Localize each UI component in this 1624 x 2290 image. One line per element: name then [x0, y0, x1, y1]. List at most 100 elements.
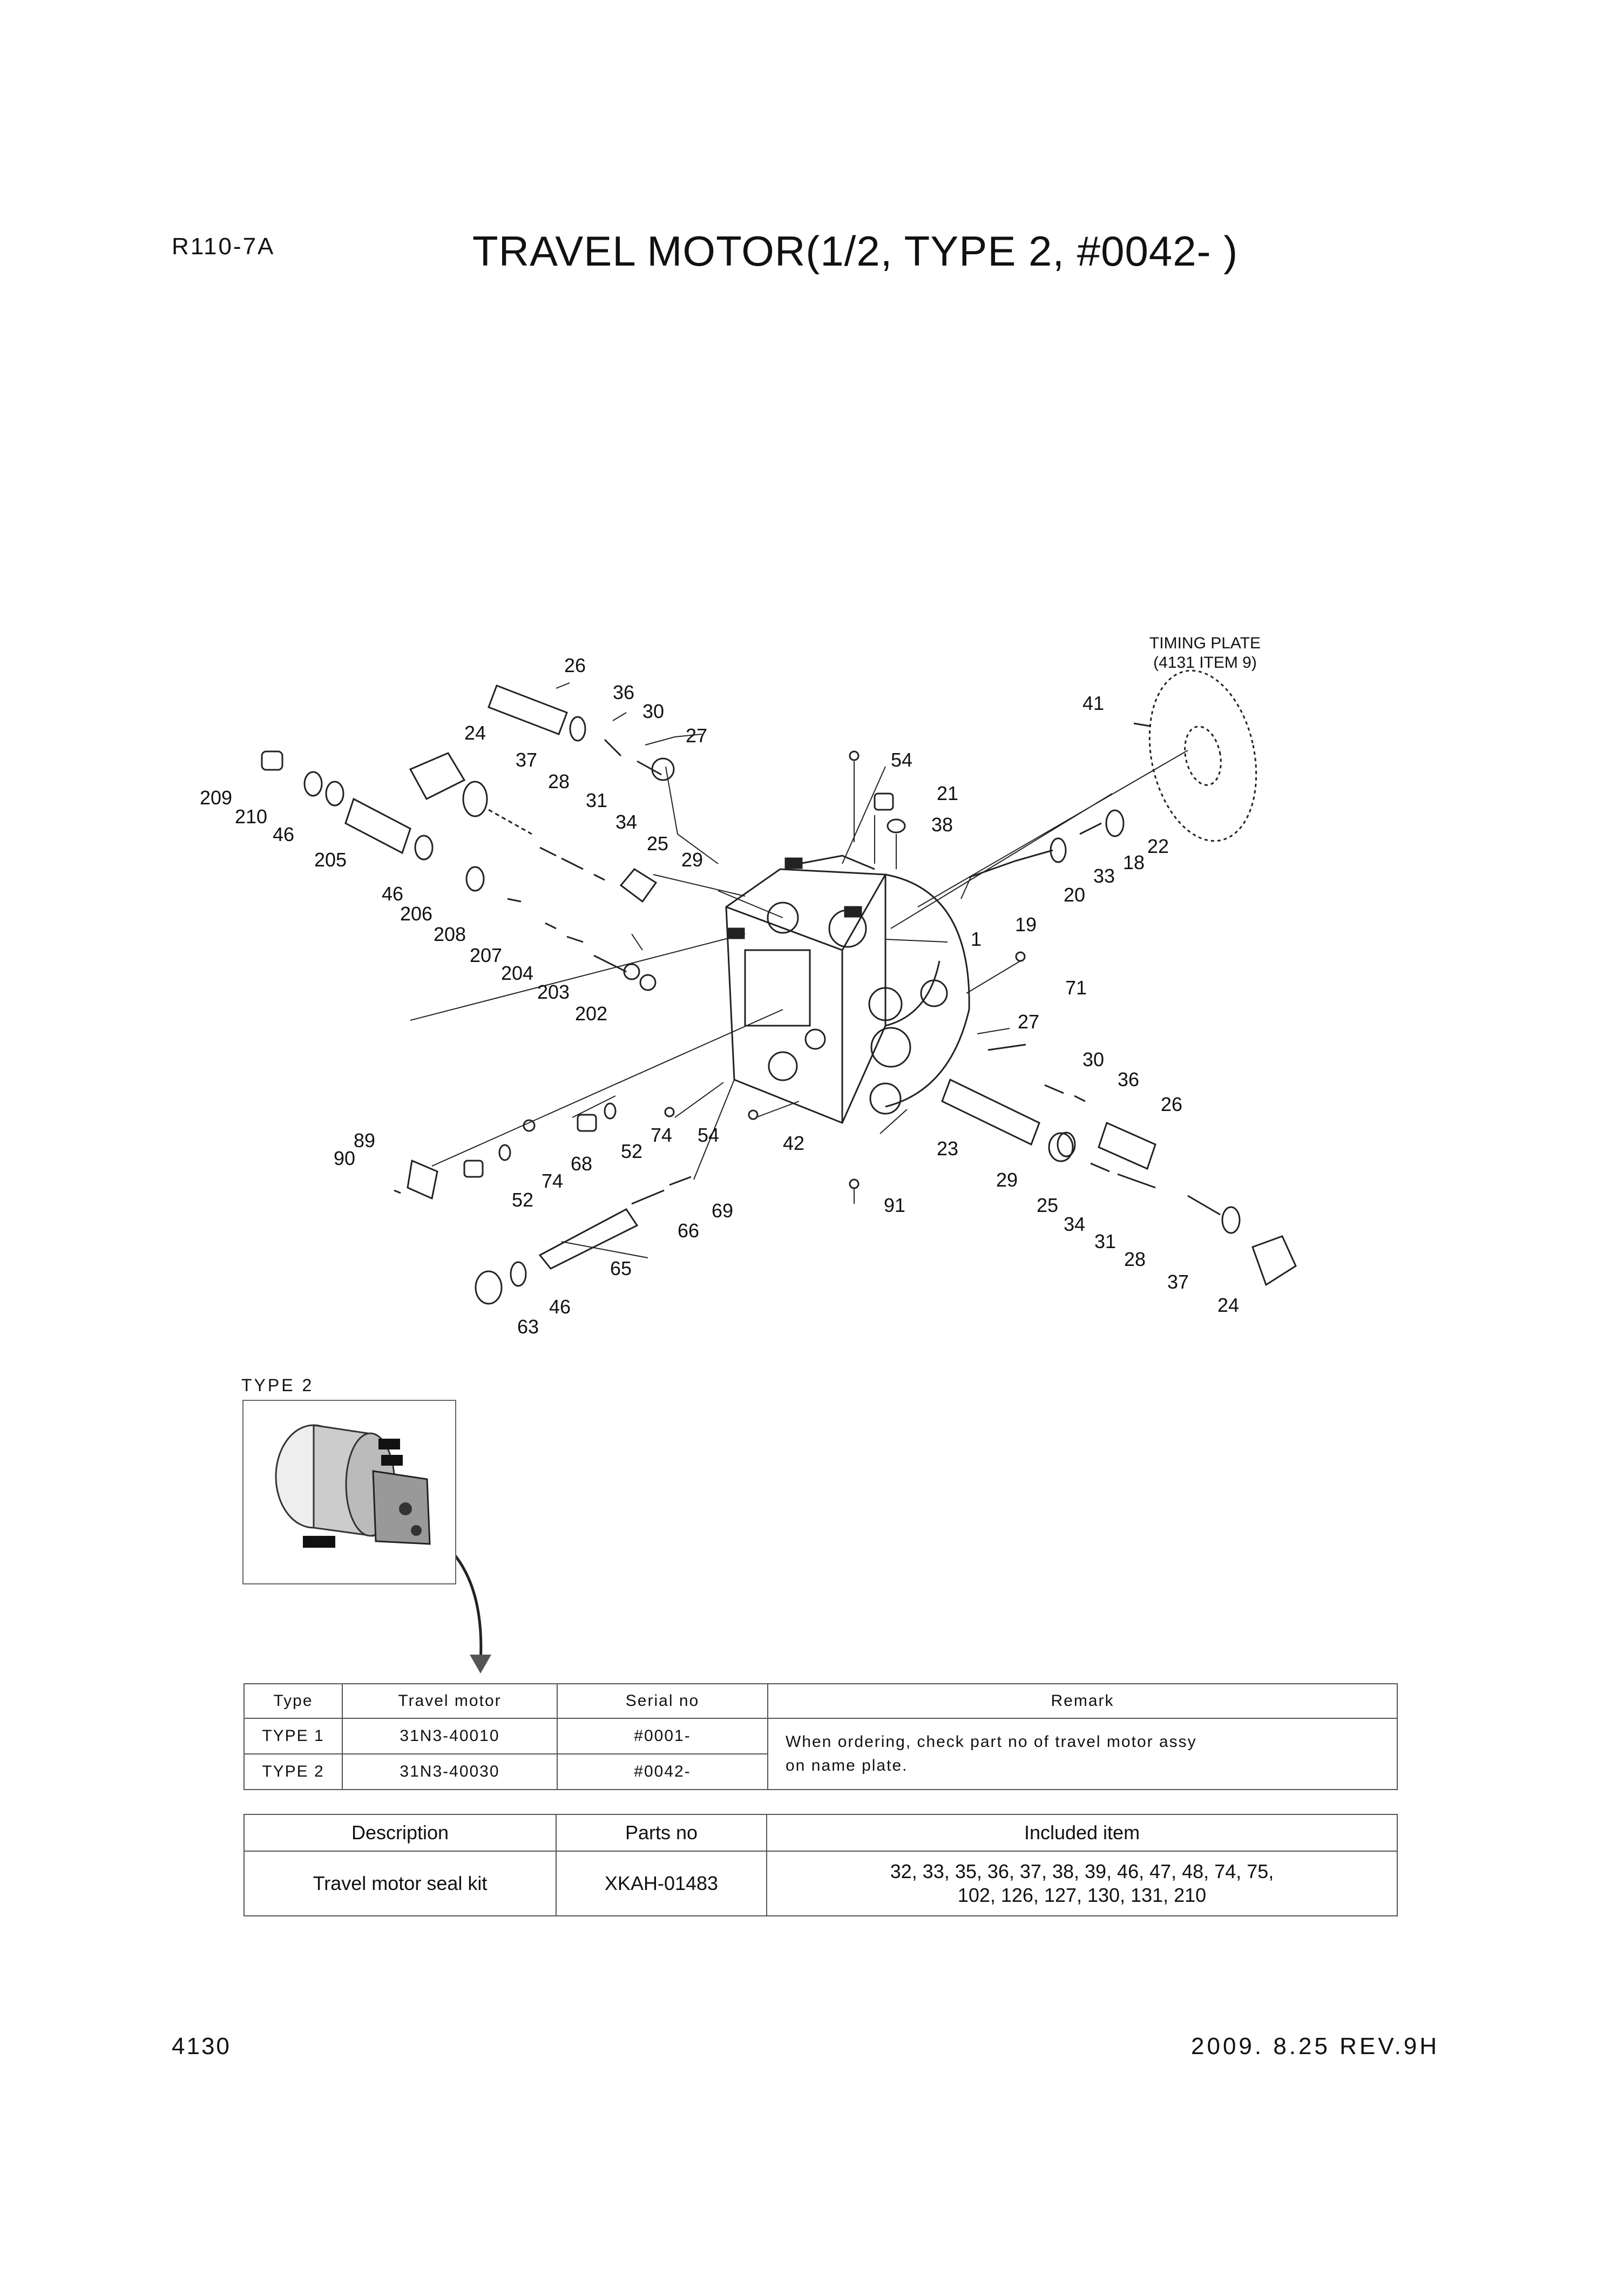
column-header: Included item — [766, 1814, 1398, 1852]
table-row: TYPE 2 31N3-40030 #0042- — [243, 1753, 1397, 1790]
description-cell: Travel motor seal kit — [243, 1851, 557, 1916]
callout: 37 — [516, 749, 537, 771]
callout: 29 — [996, 1169, 1018, 1191]
callout: 54 — [891, 749, 912, 771]
page-number: 4130 — [172, 2033, 231, 2059]
callout: 46 — [549, 1296, 571, 1318]
callout: 24 — [464, 722, 486, 744]
callout: 208 — [434, 923, 466, 945]
table-cell: TYPE 1 — [243, 1718, 343, 1754]
callout: 91 — [884, 1194, 905, 1216]
parts-no-cell: XKAH-01483 — [556, 1851, 767, 1916]
callout: 19 — [1015, 913, 1037, 936]
inset-arrowhead — [470, 1655, 491, 1674]
type2-inset-image — [242, 1400, 456, 1584]
table-cell: 31N3-40010 — [342, 1718, 558, 1754]
callout-numbers: 26 36 30 24 27 37 28 209 210 46 31 34 20… — [200, 654, 1239, 1338]
included-items-cell: 32, 33, 35, 36, 37, 38, 39, 46, 47, 48, … — [766, 1851, 1398, 1916]
right-parts-drawing — [874, 722, 1297, 1286]
callout: 25 — [647, 832, 668, 855]
left-parts-drawing — [261, 685, 675, 991]
callout: 74 — [651, 1124, 672, 1146]
callout: 18 — [1123, 851, 1145, 873]
column-header: Parts no — [556, 1814, 767, 1852]
callout: 30 — [642, 700, 664, 722]
remark-cell: When ordering, check part no of travel m… — [767, 1718, 1398, 1790]
callout: 36 — [1118, 1068, 1139, 1090]
callout: 209 — [200, 787, 232, 809]
column-header: Type — [243, 1683, 343, 1719]
column-header: Serial no — [557, 1683, 768, 1719]
callout: 52 — [512, 1189, 533, 1211]
lower-parts-drawing — [394, 750, 1026, 1305]
callout: 210 — [235, 805, 267, 828]
callout: 65 — [610, 1257, 632, 1279]
timing-plate-note-line1: TIMING PLATE — [1149, 634, 1261, 652]
table-row: Travel motor seal kit XKAH-01483 32, 33,… — [243, 1851, 1398, 1916]
callout: 30 — [1082, 1048, 1104, 1071]
callout: 54 — [698, 1124, 719, 1146]
callout: 33 — [1093, 865, 1115, 887]
callout: 36 — [613, 681, 634, 703]
included-line: 32, 33, 35, 36, 37, 38, 39, 46, 47, 48, … — [890, 1860, 1274, 1882]
callout: 23 — [937, 1137, 958, 1160]
callout: 28 — [1124, 1248, 1146, 1270]
callout: 28 — [548, 770, 570, 792]
callout: 31 — [1094, 1230, 1116, 1252]
callout: 41 — [1082, 692, 1104, 714]
callout: 207 — [470, 944, 502, 966]
callout: 69 — [712, 1200, 733, 1222]
callout: 37 — [1167, 1271, 1189, 1293]
callout: 29 — [681, 849, 703, 871]
callout: 206 — [400, 903, 432, 925]
callout: 1 — [971, 928, 982, 950]
callout: 31 — [586, 789, 607, 811]
included-line: 102, 126, 127, 130, 131, 210 — [957, 1884, 1207, 1906]
callout: 34 — [1064, 1213, 1085, 1235]
motor-housing-drawing — [725, 855, 970, 1124]
table-cell: TYPE 2 — [243, 1753, 343, 1790]
callout: 68 — [571, 1153, 592, 1175]
callout: 203 — [537, 981, 570, 1003]
table-cell: 31N3-40030 — [342, 1753, 558, 1790]
column-header: Remark — [767, 1683, 1398, 1719]
callout: 27 — [1018, 1011, 1039, 1033]
callout: 20 — [1064, 884, 1085, 906]
callout: 204 — [501, 962, 533, 984]
inset-label: TYPE 2 — [241, 1376, 314, 1395]
callout: 63 — [517, 1316, 539, 1338]
callout: 202 — [575, 1002, 607, 1025]
remark-line: When ordering, check part no of travel m… — [786, 1733, 1197, 1751]
callout: 26 — [1161, 1093, 1182, 1115]
travel-motor-photo-illustration — [275, 1424, 431, 1548]
column-header: Description — [243, 1814, 557, 1852]
callout: 46 — [382, 883, 403, 905]
remark-line: on name plate. — [786, 1757, 908, 1774]
callout: 71 — [1065, 977, 1087, 999]
callout: 26 — [564, 654, 586, 676]
table-cell: #0001- — [557, 1718, 768, 1754]
callout: 27 — [686, 724, 707, 747]
revision-date: 2009. 8.25 REV.9H — [1191, 2033, 1440, 2059]
timing-plate-note-line2: (4131 ITEM 9) — [1153, 654, 1257, 672]
callout: 66 — [678, 1219, 699, 1242]
table-cell: #0042- — [557, 1753, 768, 1790]
callout: 52 — [621, 1140, 642, 1162]
callout: 46 — [273, 823, 294, 845]
callout: 24 — [1217, 1294, 1239, 1316]
callout: 42 — [783, 1132, 804, 1154]
callout: 90 — [334, 1147, 355, 1169]
callout: 38 — [931, 814, 953, 836]
callout: 89 — [354, 1129, 375, 1151]
timing-plate-drawing — [1148, 669, 1257, 842]
type-table: Type Travel motor Serial no Remark TYPE … — [243, 1683, 1398, 1790]
table-row: TYPE 1 31N3-40010 #0001- When ordering, … — [243, 1718, 1398, 1790]
callout: 25 — [1037, 1194, 1058, 1216]
page-title: TRAVEL MOTOR(1/2, TYPE 2, #0042- ) — [472, 227, 1239, 275]
column-header: Travel motor — [342, 1683, 558, 1719]
callout: 205 — [314, 849, 347, 871]
seal-kit-table: Description Parts no Included item Trave… — [243, 1814, 1398, 1916]
callout: 22 — [1147, 835, 1169, 857]
callout: 74 — [542, 1170, 563, 1192]
